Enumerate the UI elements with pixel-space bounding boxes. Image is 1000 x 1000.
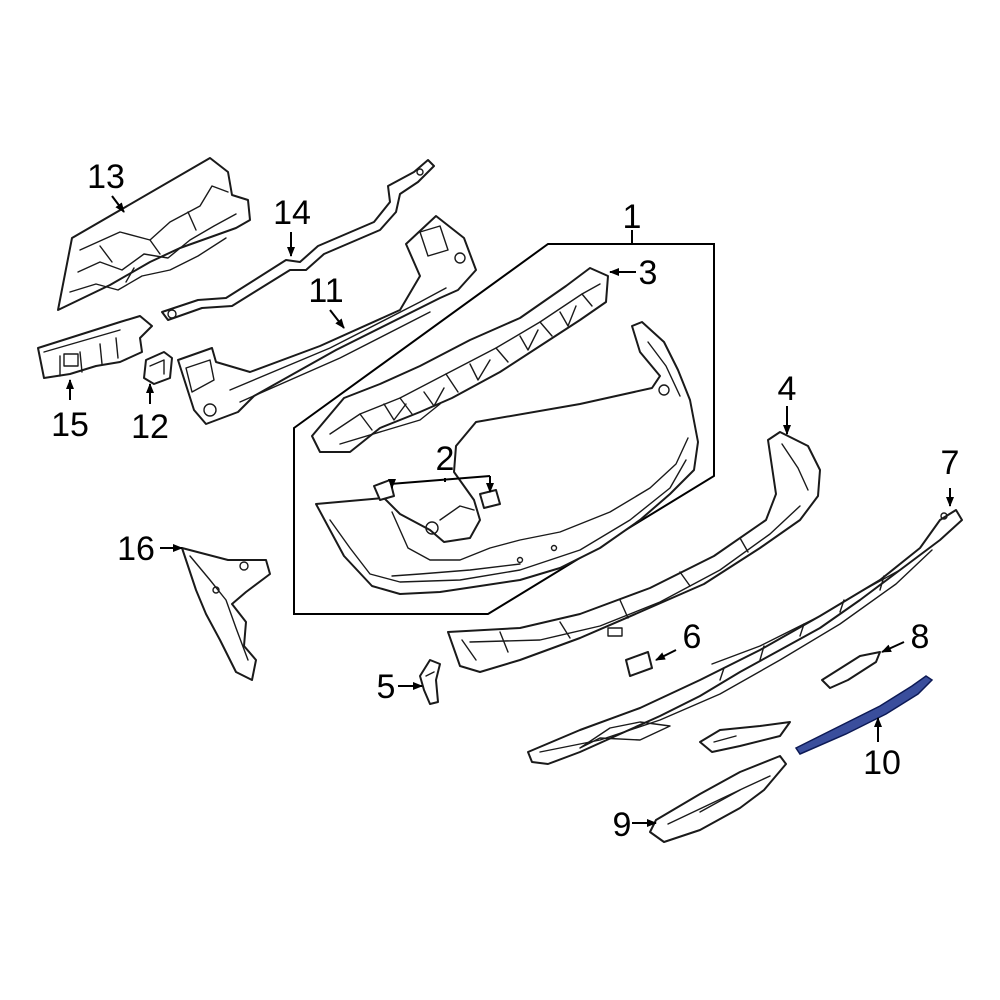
callout-12: 12 [131, 408, 169, 446]
part-4-lower-trim [447, 431, 821, 673]
callout-8: 8 [911, 618, 930, 656]
callout-11: 11 [308, 272, 343, 310]
callout-10: 10 [863, 744, 901, 782]
part-15-bracket [37, 315, 153, 379]
part-3-absorber [311, 267, 609, 453]
part-11-reinforcement [177, 215, 477, 425]
callout-14: 14 [273, 194, 311, 232]
part-16-bracket [181, 547, 271, 681]
part-10-molding [794, 675, 934, 755]
callout-5: 5 [377, 668, 396, 706]
callout-2: 2 [436, 440, 455, 478]
callout-1: 1 [623, 198, 642, 236]
part-8-trim [699, 651, 881, 753]
callout-9: 9 [613, 806, 632, 844]
part-5-bracket [419, 659, 441, 705]
callout-16: 16 [117, 530, 155, 568]
part-14-harness [161, 159, 435, 321]
leader-lines [66, 195, 954, 827]
part-1-assembly-frame [293, 243, 715, 615]
part-13-panel [57, 157, 251, 311]
part-12-plug [143, 351, 173, 385]
callout-4: 4 [778, 370, 797, 408]
part-1-bumper-cover [315, 321, 699, 595]
callout-6: 6 [683, 618, 702, 656]
callout-7: 7 [941, 444, 960, 482]
callout-3: 3 [639, 254, 658, 292]
part-9-panel [649, 755, 787, 843]
callout-13: 13 [87, 158, 125, 196]
callout-15: 15 [51, 406, 89, 444]
callout-labels: 1 2 3 4 5 6 7 8 9 10 11 12 13 14 15 16 [51, 158, 959, 844]
part-6-clip [625, 651, 653, 677]
part-7-diffuser [527, 509, 963, 765]
